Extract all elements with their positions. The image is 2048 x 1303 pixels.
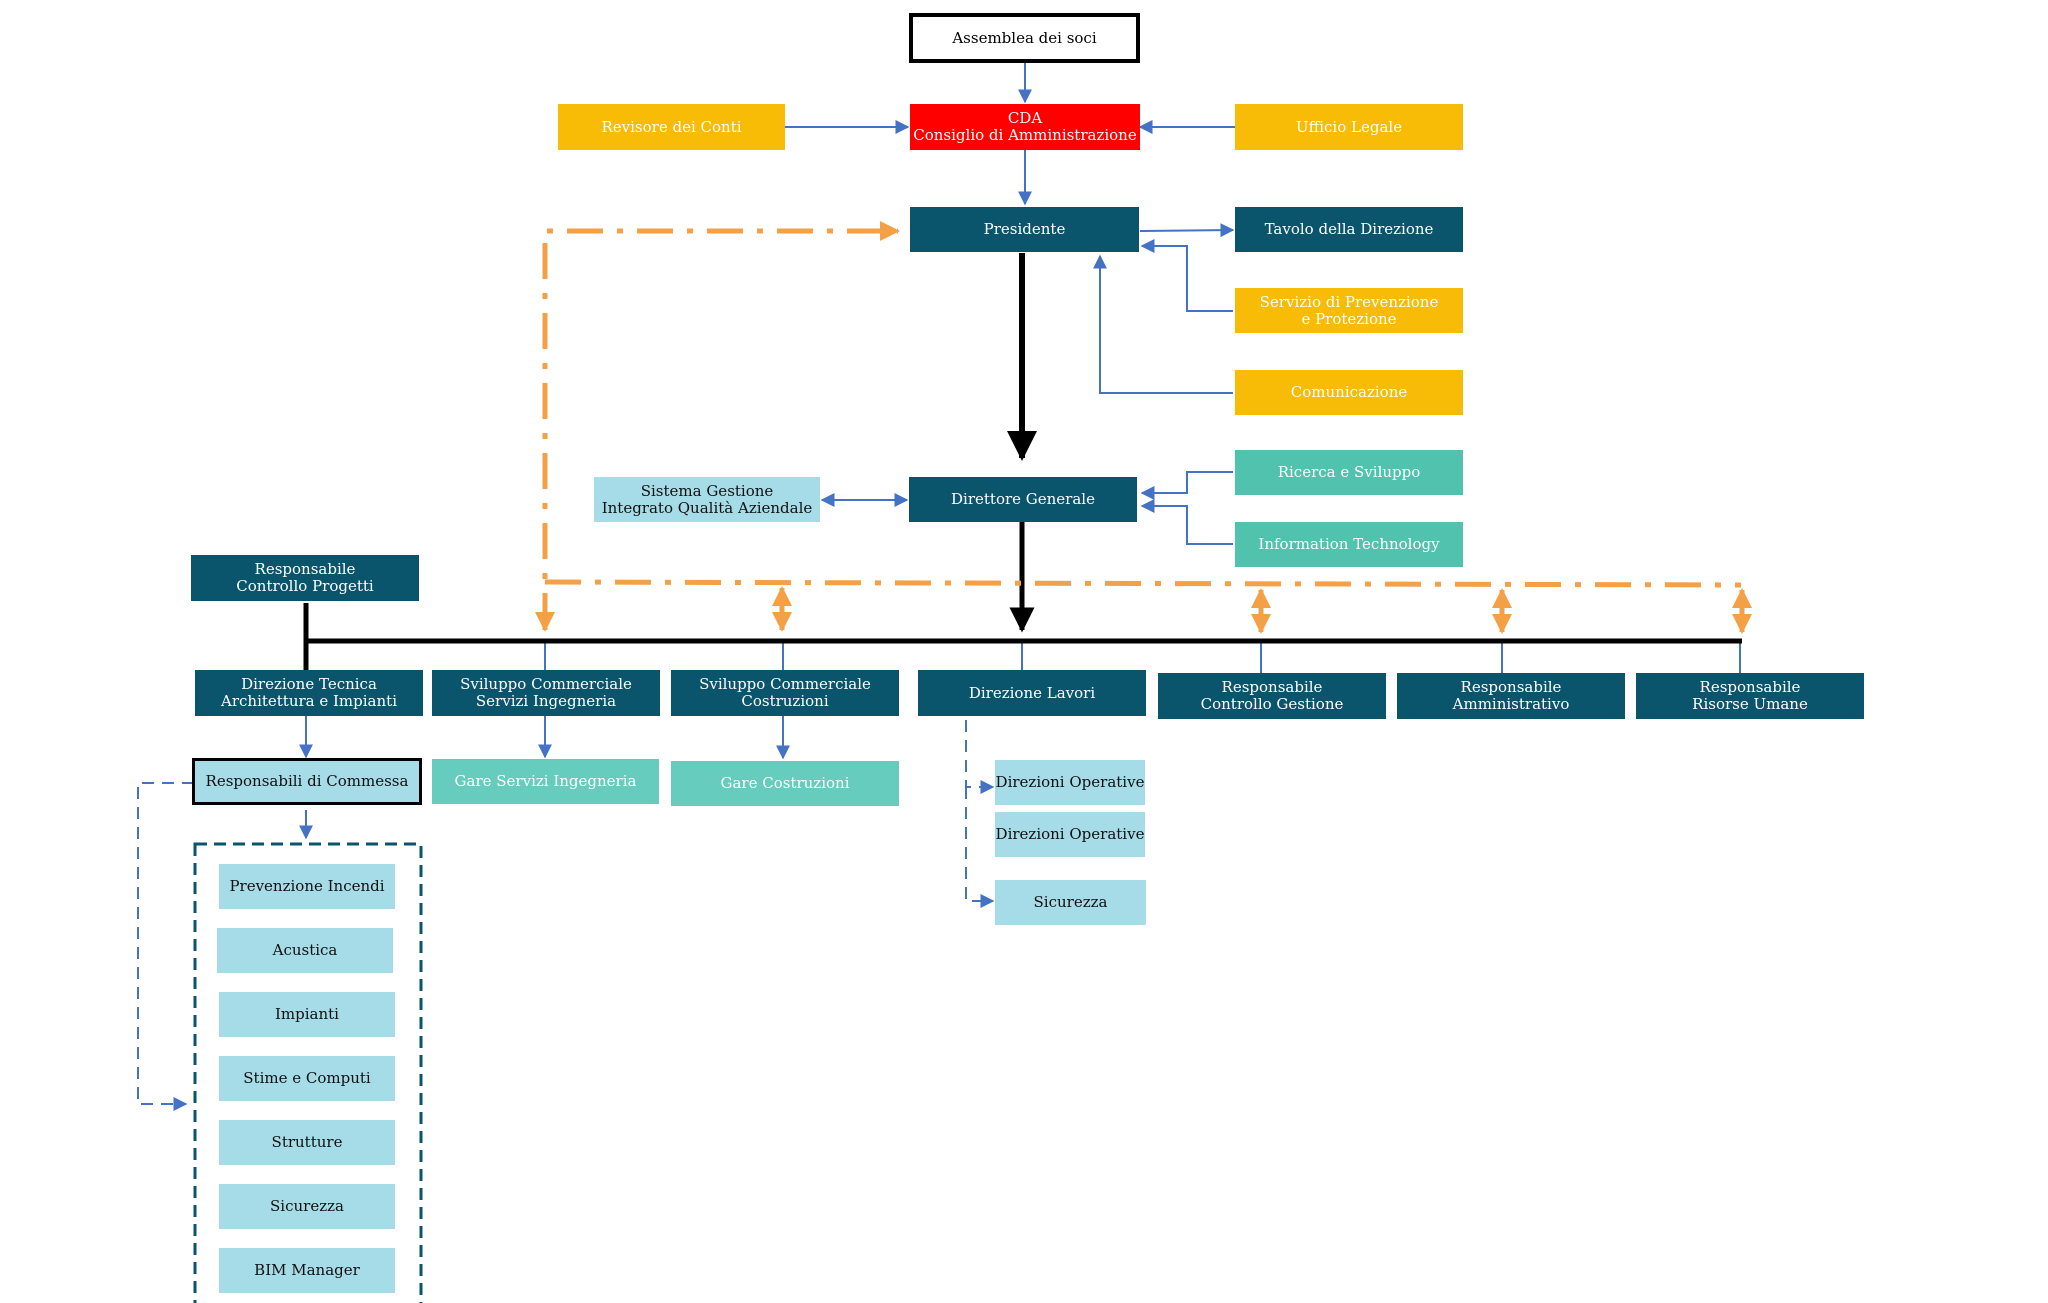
blue-connectors xyxy=(299,60,1741,840)
node-resp-ru-line1: Responsabile xyxy=(1699,678,1801,696)
orange-dashdot-lines xyxy=(542,221,1742,629)
node-controllo-progetti: Responsabile Controllo Progetti xyxy=(191,555,419,601)
node-legale-label: Ufficio Legale xyxy=(1295,117,1403,136)
node-tavolo: Tavolo della Direzione xyxy=(1235,207,1463,252)
node-assemblea: Assemblea dei soci xyxy=(909,13,1140,63)
node-dir-operative-1-label: Direzioni Operative xyxy=(995,773,1145,791)
commessa-item: BIM Manager xyxy=(219,1248,395,1293)
black-hierarchy-lines xyxy=(303,253,1742,672)
node-direzioni-operative-1: Direzioni Operative xyxy=(995,760,1145,805)
blue-dashed-connectors xyxy=(137,720,995,1111)
node-dir-tecnica-line1: Direzione Tecnica xyxy=(241,675,377,693)
node-gare-costr-label: Gare Costruzioni xyxy=(720,774,850,792)
commessa-item: Strutture xyxy=(219,1120,395,1165)
node-direzione-lavori: Direzione Lavori xyxy=(918,670,1146,716)
commessa-item-label: Impianti xyxy=(275,1005,339,1023)
node-sistema-gestione: Sistema Gestione Integrato Qualità Azien… xyxy=(594,477,820,522)
node-svil-ing-line2: Servizi Ingegneria xyxy=(475,692,617,710)
node-comunicazione-label: Comunicazione xyxy=(1290,383,1408,401)
commessa-item: Prevenzione Incendi xyxy=(219,864,395,909)
node-sistema-line2: Integrato Qualità Aziendale xyxy=(601,498,813,517)
node-comunicazione: Comunicazione xyxy=(1235,370,1463,415)
node-presidente-label: Presidente xyxy=(983,220,1066,238)
node-it-label: Information Technology xyxy=(1258,535,1440,553)
node-prevenzione: Servizio di Prevenzione e Protezione xyxy=(1235,288,1463,333)
commessa-item-label: Sicurezza xyxy=(270,1197,344,1215)
node-svil-costr-line1: Sviluppo Commerciale xyxy=(699,675,871,693)
node-resp-gestione-line1: Responsabile xyxy=(1221,678,1323,696)
node-resp-amm-line1: Responsabile xyxy=(1460,678,1562,696)
node-controllo-progetti-line1: Responsabile xyxy=(254,560,356,578)
commessa-item: Sicurezza xyxy=(219,1184,395,1229)
node-presidente: Presidente xyxy=(910,207,1139,252)
node-gare-costruzioni: Gare Costruzioni xyxy=(671,761,899,806)
node-ricerca: Ricerca e Sviluppo xyxy=(1235,450,1463,495)
node-gare-ingegneria: Gare Servizi Ingegneria xyxy=(432,759,659,804)
commessa-item-label: BIM Manager xyxy=(254,1261,360,1279)
node-gare-ing-label: Gare Servizi Ingegneria xyxy=(454,772,637,790)
node-responsabili-commessa: Responsabili di Commessa xyxy=(192,758,422,805)
orange-double-arrows xyxy=(535,586,1752,634)
node-information-technology: Information Technology xyxy=(1235,522,1463,567)
node-direttore-label: Direttore Generale xyxy=(951,490,1095,508)
commessa-item: Stime e Computi xyxy=(219,1056,395,1101)
node-svil-ing-line1: Sviluppo Commerciale xyxy=(460,675,632,693)
node-dir-lavori-label: Direzione Lavori xyxy=(968,683,1096,702)
node-direzione-tecnica: Direzione Tecnica Architettura e Impiant… xyxy=(195,670,423,716)
node-legale: Ufficio Legale xyxy=(1235,104,1463,150)
node-sistema-line1: Sistema Gestione xyxy=(640,481,774,500)
commessa-item: Impianti xyxy=(219,992,395,1037)
commessa-group-frame xyxy=(193,842,423,1303)
commessa-item-label: Acustica xyxy=(272,941,338,959)
node-ricerca-label: Ricerca e Sviluppo xyxy=(1277,463,1421,481)
node-resp-controllo-gestione: Responsabile Controllo Gestione xyxy=(1158,673,1386,719)
node-prevenzione-line2: e Protezione xyxy=(1301,309,1397,328)
node-revisore-label: Revisore dei Conti xyxy=(601,117,742,136)
node-direttore-generale: Direttore Generale xyxy=(909,477,1137,522)
node-prevenzione-line1: Servizio di Prevenzione xyxy=(1259,292,1439,311)
commessa-item-label: Prevenzione Incendi xyxy=(229,877,385,895)
node-assemblea-label: Assemblea dei soci xyxy=(952,28,1097,47)
node-sicurezza-dl: Sicurezza xyxy=(995,880,1146,925)
node-dir-operative-2-label: Direzioni Operative xyxy=(995,825,1145,843)
node-resp-gestione-line2: Controllo Gestione xyxy=(1200,695,1344,713)
commessa-item-label: Stime e Computi xyxy=(243,1069,371,1087)
node-resp-amm-line2: Amministrativo xyxy=(1452,695,1570,713)
node-svil-costr-line2: Costruzioni xyxy=(741,692,829,710)
node-direzioni-operative-2: Direzioni Operative xyxy=(995,812,1145,857)
node-controllo-progetti-line2: Controllo Progetti xyxy=(236,577,374,595)
node-revisore: Revisore dei Conti xyxy=(558,104,785,150)
node-cda-line1: CDA xyxy=(1007,109,1043,127)
node-tavolo-label: Tavolo della Direzione xyxy=(1264,220,1434,238)
commessa-item-label: Strutture xyxy=(271,1133,343,1151)
node-sviluppo-ingegneria: Sviluppo Commerciale Servizi Ingegneria xyxy=(432,670,660,716)
node-cda: CDA Consiglio di Amministrazione xyxy=(910,104,1140,150)
node-resp-risorse-umane: Responsabile Risorse Umane xyxy=(1636,673,1864,719)
node-resp-commessa-label: Responsabili di Commessa xyxy=(205,772,409,790)
node-resp-amministrativo: Responsabile Amministrativo xyxy=(1397,673,1625,719)
node-sicurezza-dl-label: Sicurezza xyxy=(1033,893,1108,911)
commessa-item: Acustica xyxy=(217,928,393,973)
node-resp-ru-line2: Risorse Umane xyxy=(1692,695,1808,713)
node-sviluppo-costruzioni: Sviluppo Commerciale Costruzioni xyxy=(671,670,899,716)
node-cda-line2: Consiglio di Amministrazione xyxy=(913,126,1137,144)
node-dir-tecnica-line2: Architettura e Impianti xyxy=(221,692,397,710)
